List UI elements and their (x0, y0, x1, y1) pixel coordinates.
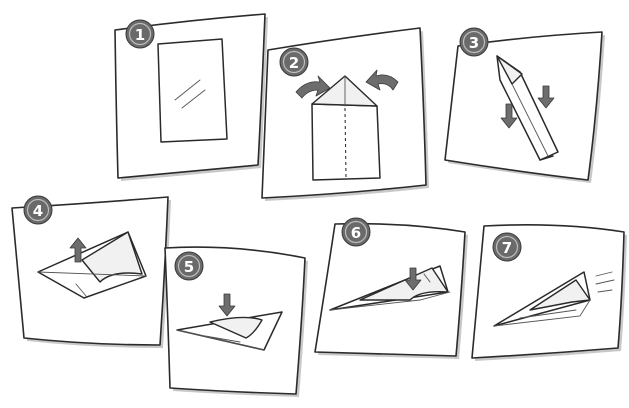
step-1-panel: 1 (115, 14, 268, 181)
step-3-badge: 3 (460, 28, 488, 56)
step-7-number: 7 (502, 239, 512, 257)
step-2-panel: 2 (262, 28, 429, 201)
step-4-number: 4 (33, 202, 43, 220)
step-4-badge: 4 (24, 196, 52, 224)
step-7-badge: 7 (493, 233, 521, 261)
step-1-badge: 1 (126, 20, 154, 48)
step-5-badge: 5 (175, 252, 203, 280)
step-2-number: 2 (289, 54, 299, 72)
step-3-number: 3 (469, 34, 479, 52)
flat-paper-sheet (158, 39, 227, 142)
step-7-panel: 7 (472, 225, 627, 361)
step-6-badge: 6 (342, 218, 370, 246)
step-5-panel: 5 (165, 247, 308, 397)
step-6-number: 6 (351, 224, 361, 242)
step-3-panel: 3 (445, 28, 605, 183)
step-4-panel: 4 (12, 196, 171, 348)
step-1-number: 1 (135, 26, 145, 44)
step-5-number: 5 (184, 258, 194, 276)
step-6-panel: 6 (315, 218, 468, 359)
step-2-badge: 2 (280, 48, 308, 76)
